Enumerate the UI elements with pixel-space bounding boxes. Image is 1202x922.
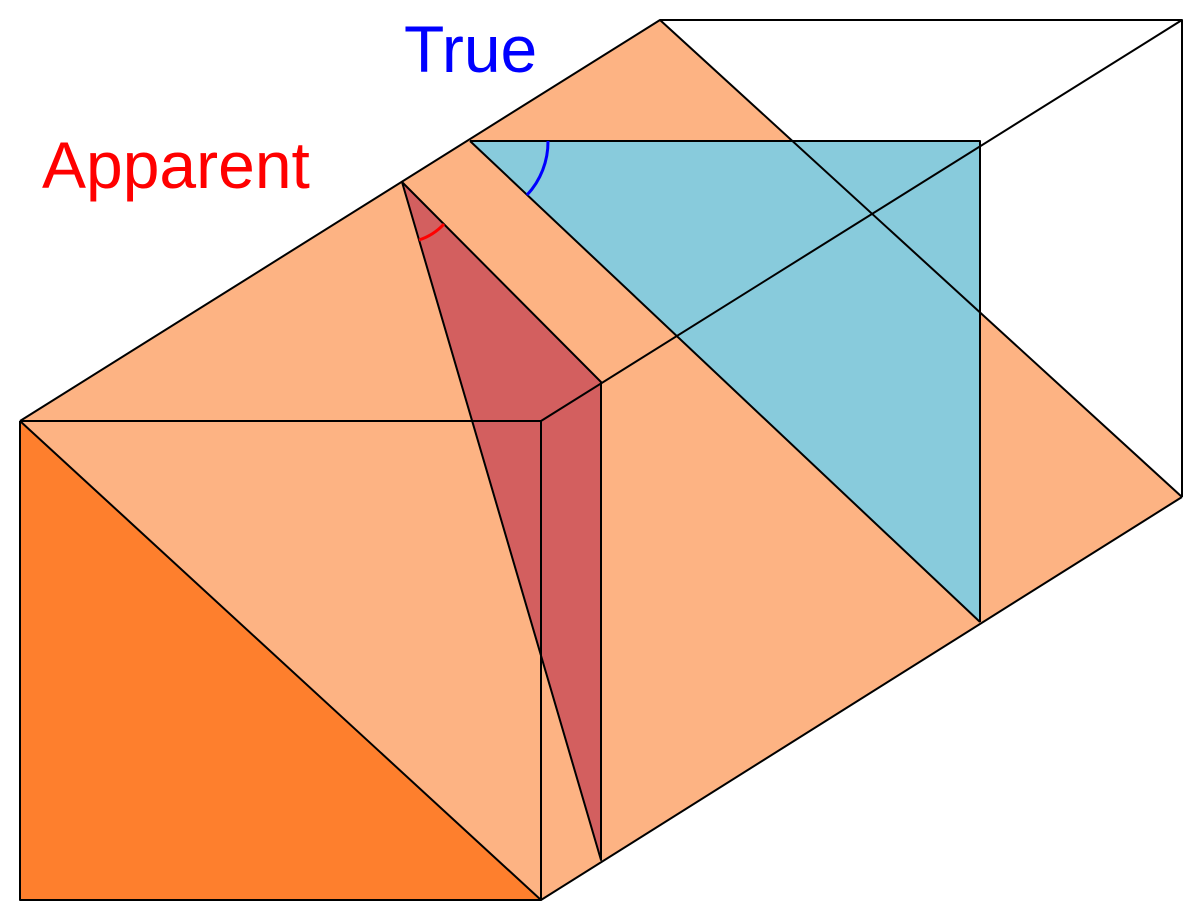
front-face-edge [19, 421, 542, 901]
true-dip-angle-arc [525, 140, 550, 197]
plane-back-edge [659, 19, 1183, 498]
true-dip-outline [470, 140, 981, 622]
true-dip-hypotenuse [469, 140, 981, 623]
front-dip-edge [19, 420, 542, 901]
apparent-dip-outline [401, 181, 602, 861]
apparent-dip-label: Apparent [42, 128, 310, 202]
true-dip-label: True [404, 12, 537, 86]
apparent-dip-angle-arc [418, 222, 446, 242]
block-outline [19, 19, 1183, 901]
bottom-right-edge [540, 496, 1183, 901]
